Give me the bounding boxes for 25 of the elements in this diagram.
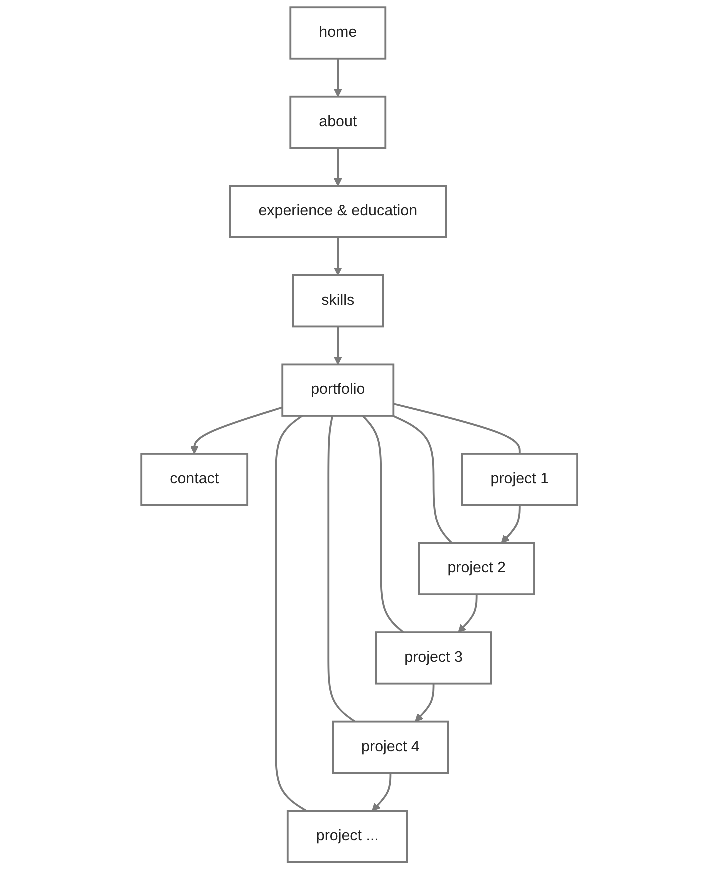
arrow <box>501 505 521 544</box>
node-box: about <box>290 96 387 150</box>
arrow <box>414 684 435 722</box>
arrow <box>372 773 392 812</box>
connector <box>275 415 307 812</box>
node-box: project 2 <box>418 542 536 596</box>
node-box: project 3 <box>375 632 492 685</box>
node-box: contact <box>140 453 248 506</box>
node-box: skills <box>292 274 384 328</box>
arrow <box>334 237 342 276</box>
arrow <box>334 326 342 366</box>
arrow <box>190 406 283 454</box>
connector <box>392 415 453 544</box>
node-box: project 1 <box>461 453 578 506</box>
connector <box>328 416 356 723</box>
node-box: project 4 <box>332 720 450 774</box>
connector <box>393 403 521 454</box>
node-box: portfolio <box>282 364 395 417</box>
arrow <box>334 58 342 98</box>
connector <box>362 415 404 634</box>
arrow <box>458 594 478 633</box>
arrow <box>334 148 342 187</box>
node-box: home <box>290 6 387 60</box>
node-box: experience & education <box>229 185 447 238</box>
node-box: project ... <box>286 810 408 864</box>
